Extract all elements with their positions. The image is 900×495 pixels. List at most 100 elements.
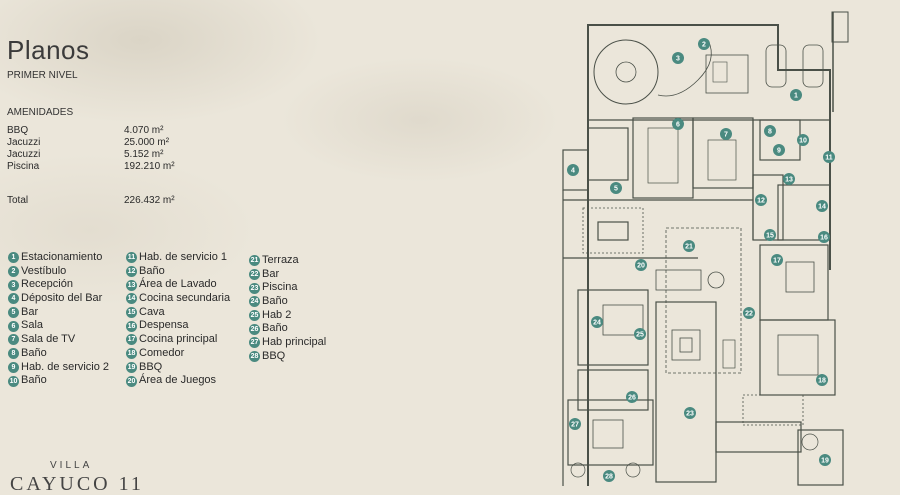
room-number-badge: 5 [8, 307, 19, 319]
room-marker-20: 20 [635, 259, 647, 271]
room-marker-9: 9 [773, 144, 785, 156]
room-number-badge: 1 [8, 252, 19, 264]
svg-text:5: 5 [614, 186, 618, 193]
total-label: Total [7, 195, 29, 206]
svg-text:4: 4 [571, 168, 575, 175]
room-number-badge: 19 [126, 361, 137, 373]
svg-text:8: 8 [768, 129, 772, 136]
amenity-name: BBQ [7, 125, 29, 136]
room-label: Bar [21, 305, 39, 318]
room-label: Hab. de servicio 1 [139, 251, 228, 263]
room-markers: 1 2 3 4 5 6 7 8 9 10 11 12 13 14 15 16 1… [567, 38, 835, 482]
room-marker-28: 28 [603, 470, 615, 482]
room-marker-5: 5 [610, 182, 622, 194]
room-label: Terraza [262, 254, 299, 266]
room-marker-2: 2 [698, 38, 710, 50]
svg-text:13: 13 [785, 177, 793, 184]
room-marker-24: 24 [591, 316, 603, 328]
room-number-badge: 21 [249, 255, 260, 267]
room-label: Baño [21, 346, 47, 359]
svg-text:12: 12 [757, 198, 765, 205]
room-number-badge: 22 [249, 269, 260, 281]
room-marker-8: 8 [764, 125, 776, 137]
svg-text:9: 9 [777, 148, 781, 155]
floor-plan-walls [562, 11, 849, 486]
room-number-badge: 10 [8, 375, 19, 387]
page-title: Planos [7, 35, 90, 65]
room-marker-26: 26 [626, 391, 638, 403]
room-marker-4: 4 [567, 164, 579, 176]
amenities-total: Total 226.432 m² [7, 195, 227, 207]
svg-text:15: 15 [766, 233, 774, 240]
room-label: Área de Juegos [139, 374, 217, 387]
svg-text:1: 1 [794, 93, 798, 100]
room-label: BBQ [139, 360, 163, 373]
svg-text:24: 24 [593, 320, 601, 327]
room-number-badge: 27 [249, 337, 260, 349]
room-number-badge: 17 [126, 334, 137, 346]
amenity-row: Jacuzzi 25.000 m² [7, 137, 227, 149]
svg-text:19: 19 [821, 458, 829, 465]
amenities-heading: AMENIDADES [7, 107, 74, 118]
room-label: Vestíbulo [21, 264, 67, 277]
svg-text:16: 16 [820, 235, 828, 242]
room-number-badge: 9 [8, 361, 19, 373]
room-number-badge: 23 [249, 282, 260, 294]
svg-text:11: 11 [825, 155, 833, 162]
amenity-name: Jacuzzi [7, 149, 41, 160]
room-marker-23: 23 [684, 407, 696, 419]
room-marker-18: 18 [816, 374, 828, 386]
room-marker-17: 17 [771, 254, 783, 266]
room-marker-10: 10 [797, 134, 809, 146]
room-number-badge: 25 [249, 310, 260, 322]
room-number-badge: 18 [126, 348, 137, 360]
room-label: Comedor [139, 346, 185, 359]
room-number-badge: 20 [126, 375, 137, 387]
room-label: Estacionamiento [21, 251, 103, 263]
svg-text:18: 18 [818, 378, 826, 385]
room-marker-19: 19 [819, 454, 831, 466]
room-number-badge: 6 [8, 320, 19, 332]
room-marker-13: 13 [783, 173, 795, 185]
svg-text:26: 26 [628, 395, 636, 402]
room-label: Sala [21, 319, 44, 332]
amenity-row: Piscina 192.210 m² [7, 161, 227, 173]
svg-text:3: 3 [676, 56, 680, 63]
room-label: Baño [262, 322, 288, 335]
room-number-badge: 8 [8, 348, 19, 360]
amenity-area: 25.000 m² [124, 137, 170, 148]
svg-text:22: 22 [745, 311, 753, 318]
room-marker-16: 16 [818, 231, 830, 243]
room-label: Sala de TV [21, 333, 76, 346]
room-label: Despensa [139, 319, 189, 332]
room-number-badge: 26 [249, 323, 260, 335]
room-number-badge: 4 [8, 293, 19, 305]
room-label: Hab. de servicio 2 [21, 360, 110, 373]
room-marker-25: 25 [634, 328, 646, 340]
room-marker-1: 1 [790, 89, 802, 101]
room-marker-27: 27 [569, 418, 581, 430]
total-area: 226.432 m² [124, 195, 175, 206]
room-label: BBQ [262, 349, 286, 362]
room-number-badge: 28 [249, 351, 260, 363]
svg-text:10: 10 [799, 138, 807, 145]
